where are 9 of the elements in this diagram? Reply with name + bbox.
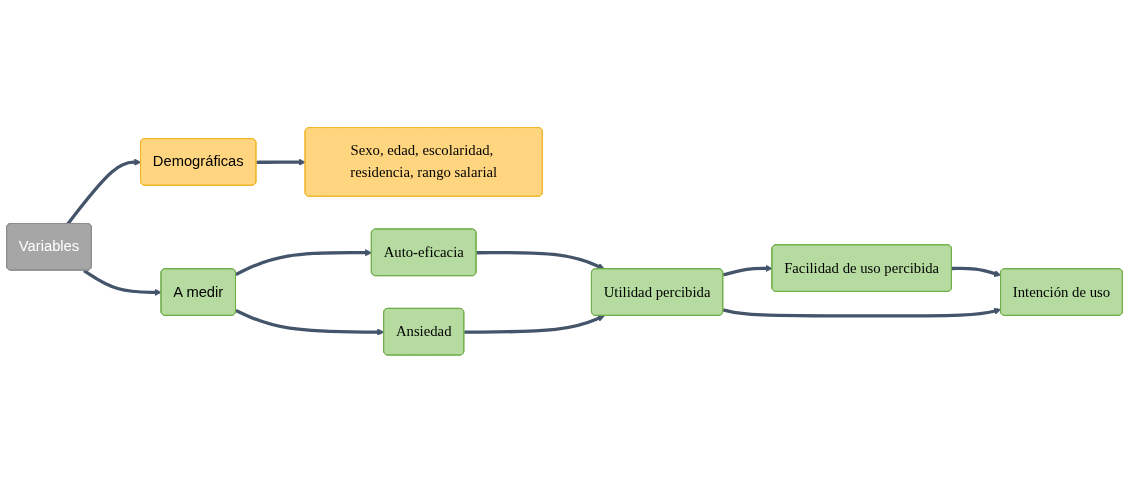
arrow	[951, 266, 1002, 278]
arrow	[83, 269, 162, 297]
arrow	[256, 158, 306, 166]
arrow	[476, 251, 605, 270]
arrow	[464, 315, 605, 334]
arrow	[235, 309, 385, 336]
arrow	[722, 307, 1002, 318]
arrow	[235, 249, 373, 277]
arrow	[722, 265, 773, 277]
